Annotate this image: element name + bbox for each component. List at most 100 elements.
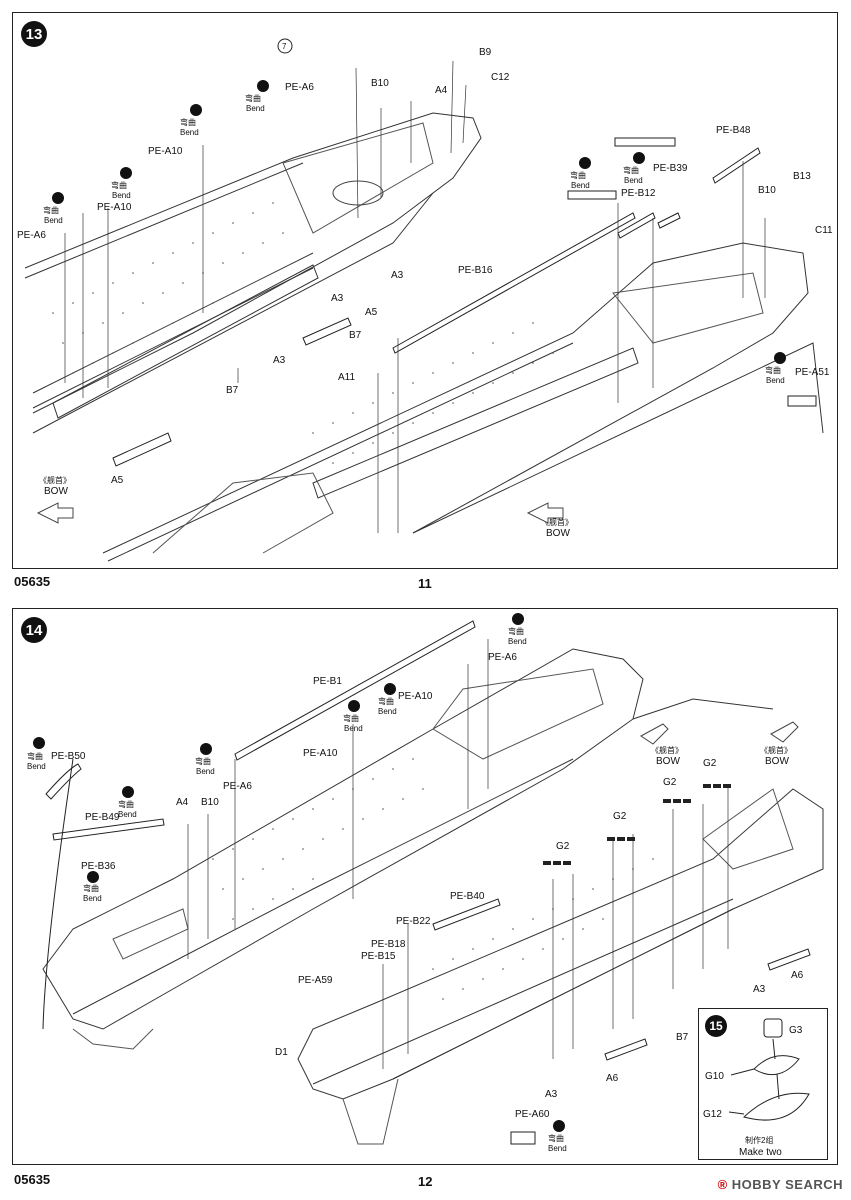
footer-page-1: 11 bbox=[418, 576, 432, 591]
label-pe-a6-2: PE-A6 bbox=[223, 781, 252, 792]
bow-marker-2: 《舰首》 BOW bbox=[760, 721, 799, 767]
label-a3-3: A3 bbox=[273, 355, 286, 366]
label-pe-a6-top: PE-A6 bbox=[285, 82, 314, 93]
g2-parts bbox=[543, 784, 731, 865]
svg-text:弯曲: 弯曲 bbox=[548, 1133, 564, 1143]
label-g2-1: G2 bbox=[663, 777, 677, 788]
bend-cn-1: 弯曲 bbox=[245, 93, 261, 103]
label-g2-3: G2 bbox=[613, 811, 627, 822]
label-b10-top: B10 bbox=[371, 78, 389, 89]
label-b10-right: B10 bbox=[758, 185, 776, 196]
right-hull-illustration bbox=[297, 788, 824, 1145]
label-pe-b1: PE-B1 bbox=[313, 676, 342, 687]
svg-text:弯曲: 弯曲 bbox=[83, 883, 99, 893]
bend-cn-3: 弯曲 bbox=[111, 180, 127, 190]
step-15-inset: 15 G3 G10 G12 制作2组 Make two bbox=[698, 1008, 828, 1160]
label-pe-a51: PE-A51 bbox=[795, 367, 830, 378]
bow-marker-1: 《舰首》 BOW bbox=[640, 723, 683, 767]
label-pe-b36: PE-B36 bbox=[81, 861, 116, 872]
bend-cn-4: 弯曲 bbox=[43, 205, 59, 215]
label-a4: A4 bbox=[435, 85, 448, 96]
label-b7: B7 bbox=[676, 1032, 689, 1043]
svg-text:BOW: BOW bbox=[656, 756, 680, 767]
svg-text:《舰首》: 《舰首》 bbox=[651, 745, 683, 755]
svg-text:Bend: Bend bbox=[508, 637, 527, 646]
label-c12: C12 bbox=[491, 72, 510, 83]
label-g10: G10 bbox=[705, 1071, 724, 1082]
svg-text:弯曲: 弯曲 bbox=[118, 799, 134, 809]
make-two-cn: 制作2组 bbox=[745, 1135, 773, 1145]
label-d1: D1 bbox=[275, 1047, 288, 1058]
left-hull-illustration bbox=[42, 648, 774, 1050]
step-13-drawing: 7 PE-A6 B9 C12 B10 A4 PE-A10 PE-A10 PE-A… bbox=[17, 38, 833, 562]
label-g2-2: G2 bbox=[703, 758, 717, 769]
label-b9: B9 bbox=[479, 47, 492, 58]
svg-text:BOW: BOW bbox=[765, 756, 789, 767]
label-pe-a6-1: PE-A6 bbox=[488, 652, 517, 663]
svg-text:《舰首》: 《舰首》 bbox=[39, 475, 71, 485]
bend-badges: 7 bbox=[52, 38, 786, 364]
label-b13: B13 bbox=[793, 171, 811, 182]
lifeboat-drawing: G3 G10 G12 制作2组 Make two bbox=[703, 1018, 810, 1158]
leader-lines bbox=[64, 60, 766, 533]
footer-code-2: 05635 bbox=[14, 1172, 51, 1187]
label-pe-b18: PE-B18 bbox=[371, 939, 406, 950]
footer-code-1: 05635 bbox=[14, 574, 51, 589]
label-g3: G3 bbox=[789, 1025, 803, 1036]
label-a6-2: A6 bbox=[606, 1073, 619, 1084]
bend-cn-6: 弯曲 bbox=[623, 165, 639, 175]
label-a3-2: A3 bbox=[545, 1089, 558, 1100]
g10-part bbox=[753, 1055, 800, 1076]
right-deck-dots bbox=[432, 858, 654, 1000]
label-pe-b22: PE-B22 bbox=[396, 916, 431, 927]
label-g2-4: G2 bbox=[556, 841, 570, 852]
label-a5-2: A5 bbox=[111, 475, 124, 486]
label-pe-b15: PE-B15 bbox=[361, 951, 396, 962]
make-two-en: Make two bbox=[739, 1147, 782, 1158]
label-g12: G12 bbox=[703, 1109, 722, 1120]
svg-text:Bend: Bend bbox=[27, 762, 46, 771]
label-pe-b16: PE-B16 bbox=[458, 265, 493, 276]
label-pe-b40: PE-B40 bbox=[450, 891, 485, 902]
leader-lines bbox=[187, 639, 729, 1069]
svg-text:Bend: Bend bbox=[378, 707, 397, 716]
bend-cn-7: 弯曲 bbox=[765, 365, 781, 375]
svg-text:Bend: Bend bbox=[196, 767, 215, 776]
step-14-drawing: PE-A6 PE-B1 PE-A10 PE-A10 PE-B50 PE-A6 A… bbox=[27, 613, 824, 1153]
label-pe-a60: PE-A60 bbox=[515, 1109, 550, 1120]
left-deck-dots bbox=[52, 202, 284, 374]
svg-text:弯曲: 弯曲 bbox=[508, 626, 524, 636]
bend-en-7: Bend bbox=[766, 376, 785, 385]
svg-text:BOW: BOW bbox=[546, 528, 570, 539]
watermark: ® HOBBY SEARCH bbox=[717, 1177, 843, 1192]
label-b7-1: B7 bbox=[226, 385, 239, 396]
label-b7-2: B7 bbox=[349, 330, 362, 341]
svg-text:Bend: Bend bbox=[548, 1144, 567, 1153]
bow-marker-left: 《舰首》 BOW bbox=[36, 475, 74, 524]
label-pe-b49: PE-B49 bbox=[85, 812, 120, 823]
svg-text:《舰首》: 《舰首》 bbox=[760, 745, 792, 755]
footer-page-2: 12 bbox=[418, 1174, 433, 1189]
pe-strips bbox=[42, 620, 811, 1145]
step-13-badge: 13 bbox=[21, 21, 47, 47]
label-pe-b12: PE-B12 bbox=[621, 188, 656, 199]
bow-marker-right: 《舰首》 BOW bbox=[526, 502, 573, 539]
label-b10: B10 bbox=[201, 797, 219, 808]
bend-cn-5: 弯曲 bbox=[570, 170, 586, 180]
bend-cn-2: 弯曲 bbox=[180, 117, 196, 127]
step-15-badge: 15 bbox=[705, 1015, 727, 1037]
bend-en-1: Bend bbox=[246, 104, 265, 113]
label-pe-a6-left: PE-A6 bbox=[17, 230, 46, 241]
svg-text:弯曲: 弯曲 bbox=[378, 696, 394, 706]
right-deck-dots bbox=[312, 322, 554, 464]
svg-text:弯曲: 弯曲 bbox=[27, 751, 43, 761]
bend-en-2: Bend bbox=[180, 128, 199, 137]
svg-text:7: 7 bbox=[282, 42, 287, 51]
g3-part bbox=[763, 1018, 783, 1038]
left-hull-illustration bbox=[24, 112, 482, 434]
label-a11: A11 bbox=[338, 372, 355, 383]
bend-en-3: Bend bbox=[112, 191, 131, 200]
label-a3-1: A3 bbox=[753, 984, 766, 995]
label-a4: A4 bbox=[176, 797, 189, 808]
label-c11: C11 bbox=[815, 225, 833, 236]
